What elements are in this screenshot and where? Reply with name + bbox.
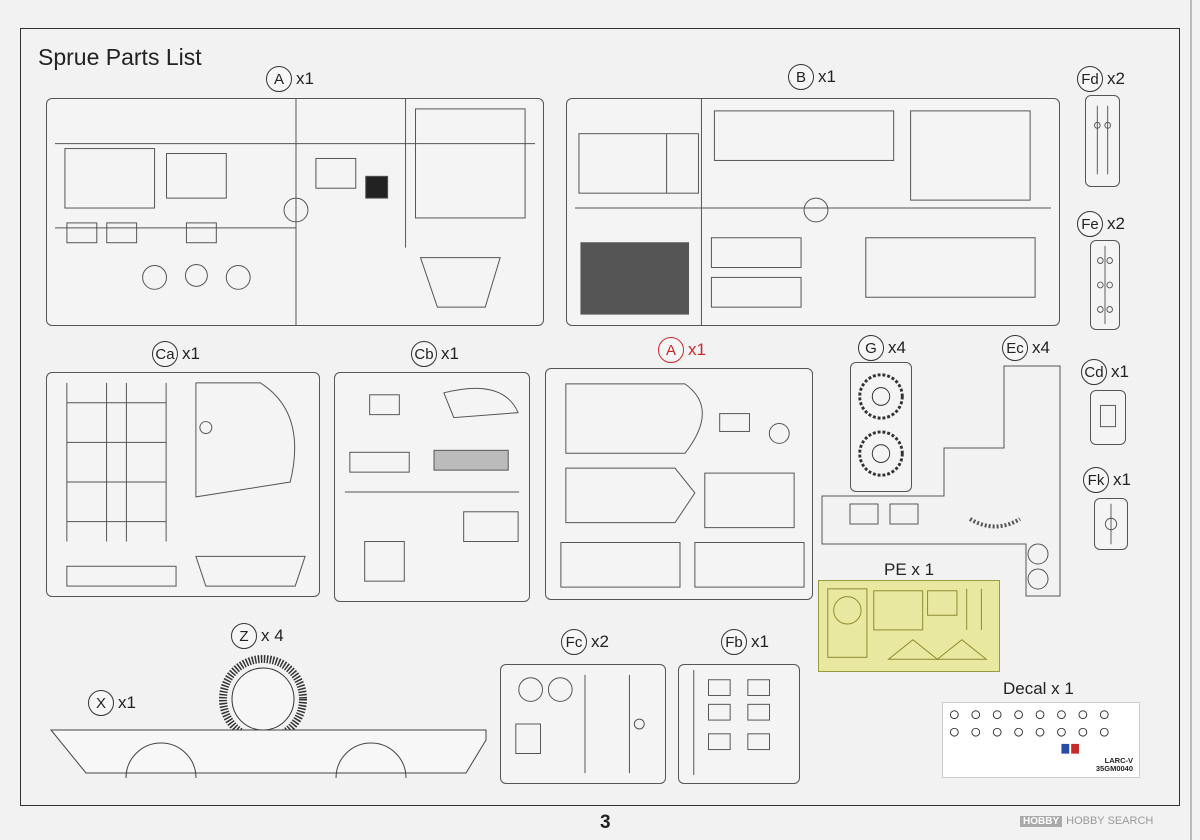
- sprue-fd-frame: [1085, 95, 1120, 187]
- sprue-ec-frame: [820, 364, 1066, 600]
- label-pe: PE x 1: [884, 560, 935, 579]
- sprue-g-frame: [850, 362, 912, 492]
- sprue-cd-frame: [1090, 390, 1126, 445]
- sprue-cb-frame: [334, 372, 530, 602]
- page-frame: [20, 28, 1180, 806]
- page-number: 3: [600, 812, 611, 833]
- watermark-logo: HOBBY: [1020, 815, 1063, 827]
- sprue-fc-frame: [500, 664, 666, 784]
- sprue-a-frame: [46, 98, 544, 326]
- sprue-a-highlight-frame: [545, 368, 813, 600]
- page-edge: [1190, 0, 1192, 840]
- watermark-text: HOBBY SEARCH: [1066, 815, 1154, 827]
- photo-etch-fret: [818, 580, 1000, 672]
- page-title: Sprue Parts List: [38, 44, 202, 70]
- sprue-ca-frame: [46, 372, 320, 597]
- sprue-fb-frame: [678, 664, 800, 784]
- watermark: HOBBY HOBBY SEARCH: [1020, 815, 1153, 827]
- sprue-b-frame: [566, 98, 1060, 326]
- sprue-fe-frame: [1090, 240, 1120, 330]
- sprue-fk-frame: [1094, 498, 1128, 550]
- label-decal: Decal x 1: [1003, 679, 1074, 698]
- sprue-x-hull: [46, 718, 492, 786]
